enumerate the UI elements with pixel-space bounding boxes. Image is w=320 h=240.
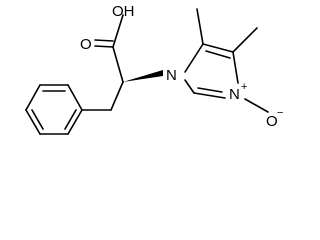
n1-label-bg (165, 66, 178, 82)
n-oxide-oxygen-label: O (266, 113, 278, 130)
calpha-to-carboxyl-bond (112, 46, 124, 83)
imidazole-bond (184, 79, 195, 94)
benzene-bond (25, 109, 41, 135)
stereo-wedge-bond (123, 70, 163, 82)
carbonyl-double-bond (94, 39, 114, 42)
benzene-inner-bond (31, 109, 44, 130)
benzene-bond (67, 109, 83, 135)
benzene-bond (67, 84, 83, 111)
carbonyl-oxygen-label: O (80, 36, 92, 53)
oxygen-negative-charge: − (277, 107, 283, 119)
benzene-ring (25, 84, 83, 135)
imidazole-bond (184, 43, 204, 73)
ch2-to-calpha-bond (110, 81, 124, 111)
molecule-structure: OH O N N + O − (25, 3, 283, 135)
methyl-bond (196, 8, 204, 45)
n-oxide-bond (244, 98, 269, 113)
imidazole-bond (232, 51, 239, 84)
carbonyl-double-bond (94, 45, 114, 48)
imidazole-bond (193, 92, 226, 99)
n3-label-bg (228, 85, 241, 101)
carboxyl-oh-label: OH (112, 3, 135, 20)
imidazole-bond (205, 50, 231, 59)
imidazole-bond (197, 87, 223, 93)
carboxyl-c-oh-bond (112, 14, 124, 48)
ring-nitrogen-3-label: N (229, 86, 240, 103)
benzene-inner-bond (64, 109, 77, 130)
methyl-bond (232, 27, 258, 53)
imidazole-bond (202, 43, 234, 53)
benzene-bond (25, 84, 41, 111)
ring-nitrogen-1-label: N (166, 67, 177, 84)
nitrogen-positive-charge: + (241, 81, 247, 93)
imidazole-ring (184, 43, 239, 99)
